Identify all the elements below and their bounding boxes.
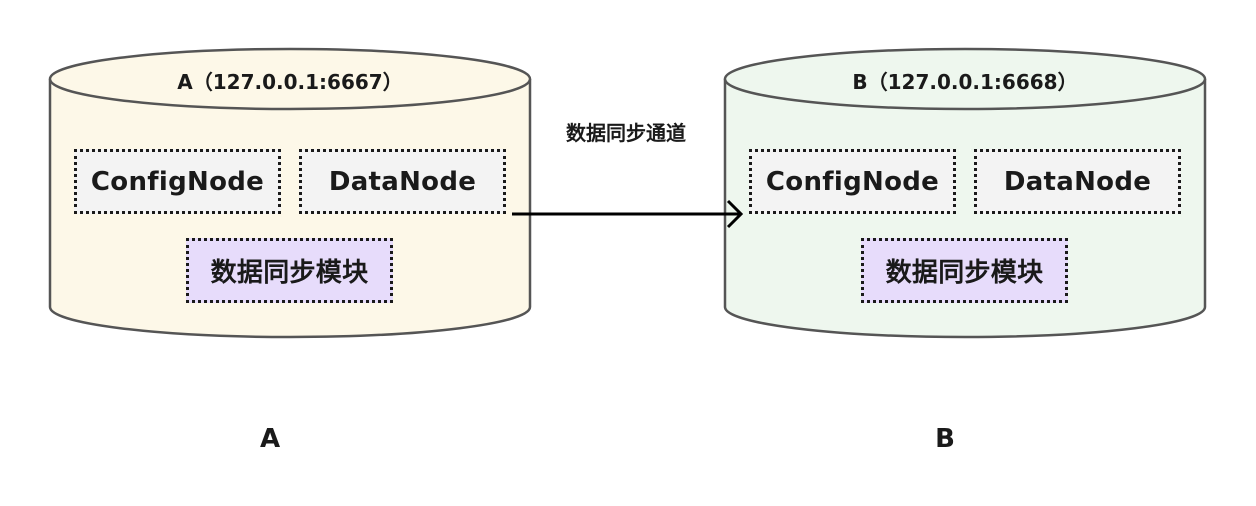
- server-a-datanode-box: DataNode: [299, 149, 506, 214]
- cylinder-b: [723, 47, 1207, 339]
- server-b-sync-module-box: 数据同步模块: [861, 238, 1068, 303]
- cylinder-b-top: [723, 47, 1207, 111]
- sync-channel-arrow: [512, 199, 744, 229]
- server-a-sync-module-box: 数据同步模块: [186, 238, 393, 303]
- server-a-title: A（127.0.0.1:6667）: [177, 69, 403, 94]
- cylinder-a: [48, 47, 532, 339]
- cylinder-a-top: [48, 47, 532, 111]
- server-a-confignode-box: ConfigNode: [74, 149, 281, 214]
- server-b-caption: B: [935, 424, 955, 454]
- sync-channel-label: 数据同步通道: [566, 120, 686, 145]
- server-a-caption: A: [259, 424, 281, 454]
- cylinder-b-body: [723, 79, 1207, 339]
- server-b-datanode-box: DataNode: [974, 149, 1181, 214]
- server-b-confignode-box: ConfigNode: [749, 149, 956, 214]
- cylinder-a-body: [48, 79, 532, 339]
- server-b-title: B（127.0.0.1:6668）: [852, 69, 1078, 94]
